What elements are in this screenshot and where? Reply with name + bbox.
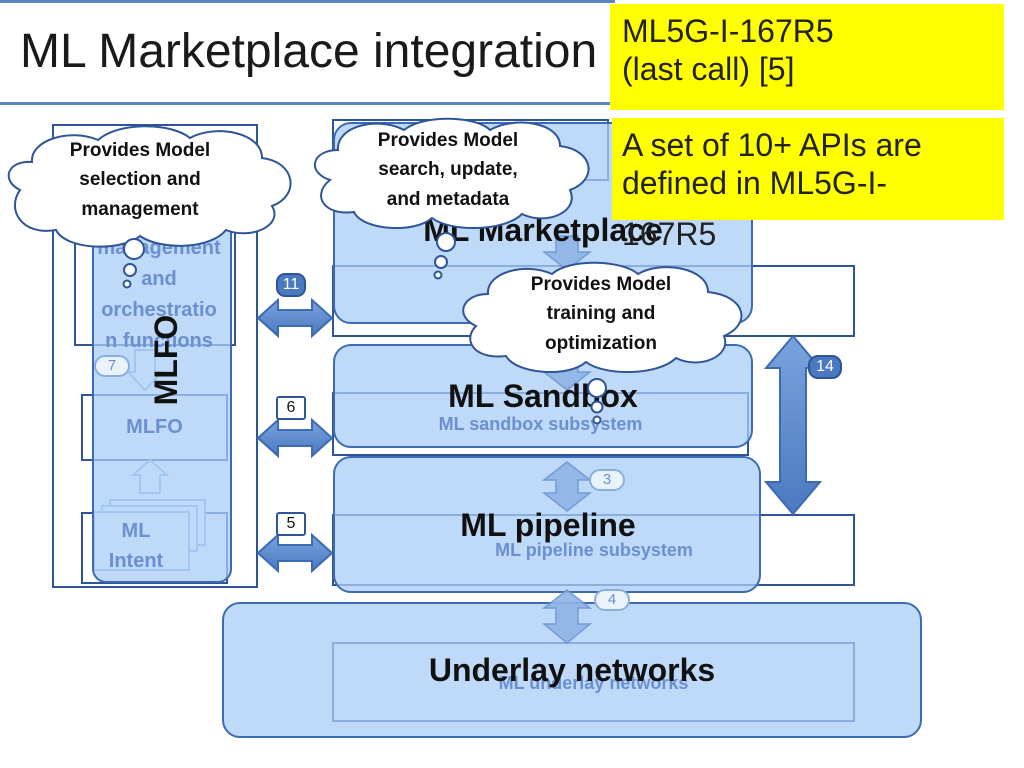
cloud-top-line-2: search, update, [378,159,518,181]
cloud-top-text: Provides Model search, update, and metad… [348,126,548,214]
cloud-left-text: Provides Model selection and management [40,136,240,224]
apis-line-1: A set of 10+ APIs are [622,127,922,163]
ref-5: 5 [276,512,306,536]
mgmt-line-2: and [141,268,177,290]
cloud-top-line-3: and metadata [386,188,510,210]
apis-line-3: 167R5 [622,216,717,252]
cloud-middle [462,261,743,374]
cloud-top-dot-2 [434,255,448,269]
cloud-left-dot-2 [123,263,137,277]
ml-intent-line-1: ML [121,520,151,542]
cloud-mid-line-1: Provides Model [530,274,672,295]
sandbox-subsystem-label: ML sandbox subsystem [438,414,643,434]
page-title: ML Marketplace integration [20,25,598,78]
ref-4: 4 [594,589,630,611]
ref-6: 6 [276,396,306,420]
ref-14: 14 [808,355,842,379]
cloud-mid-line-3: optimization [545,332,657,354]
cloud-top-dot-3 [433,270,443,280]
cloud-left-line-1: Provides Model [69,140,211,161]
arrow-3 [541,461,593,512]
left-frame [52,124,258,588]
cloud-left [7,125,292,248]
doc-ref-line-2: (last call) [5] [622,51,795,88]
mlfo-pill [92,190,232,583]
apis-callout: A set of 10+ APIs are defined in ML5G-I- [612,118,1004,220]
ml-intent-line-2: Intent [108,550,164,572]
arrow-marketplace-down [541,235,593,271]
ml-intent-label: ML Intent [94,516,178,576]
cloud-top [313,117,590,230]
mlfo-box-label: MLFO [126,416,183,438]
ref-7: 7 [94,355,130,377]
cloud-top-line-1: Provides Model [377,130,519,151]
cloud-mid-dot-2 [590,400,604,414]
underlay-subsystem-label: ML underlay networks [498,673,689,693]
title-bar: ML Marketplace integration [0,0,1024,105]
cloud-left-line-2: selection and [79,169,201,191]
arrow-5 [256,532,334,574]
pipeline-subsystem-label: ML pipeline subsystem [495,540,693,560]
title-bottom-rule [0,102,615,105]
underlay-label: Underlay networks [428,652,716,688]
cloud-middle-text: Provides Model training and optimization [496,270,706,358]
cloud-left-dot-1 [123,238,145,260]
arrow-6 [256,417,334,459]
sandbox-label: ML Sandbox [448,378,638,414]
arrow-11 [256,297,334,339]
ref-3: 3 [589,469,625,491]
ref-11: 11 [276,273,306,297]
doc-reference-callout: ML5G-I-167R5 (last call) [5] [610,4,1004,110]
doc-ref-line-1: ML5G-I-167R5 [622,13,834,49]
title-top-rule [0,0,615,3]
cloud-top-dot-1 [436,232,456,252]
pipeline-label: ML pipeline [460,507,636,543]
cloud-mid-line-2: training and [546,303,656,325]
arrow-4 [541,589,593,644]
cloud-left-dot-3 [122,279,132,289]
mgmt-line-3: orchestratio [101,299,217,321]
mgmt-line-4: n functions [105,330,213,352]
cloud-mid-dot-3 [592,415,602,425]
cloud-mid-dot-1 [587,378,607,398]
apis-line-2: defined in ML5G-I- [622,165,888,202]
cloud-left-line-3: management [81,198,199,220]
